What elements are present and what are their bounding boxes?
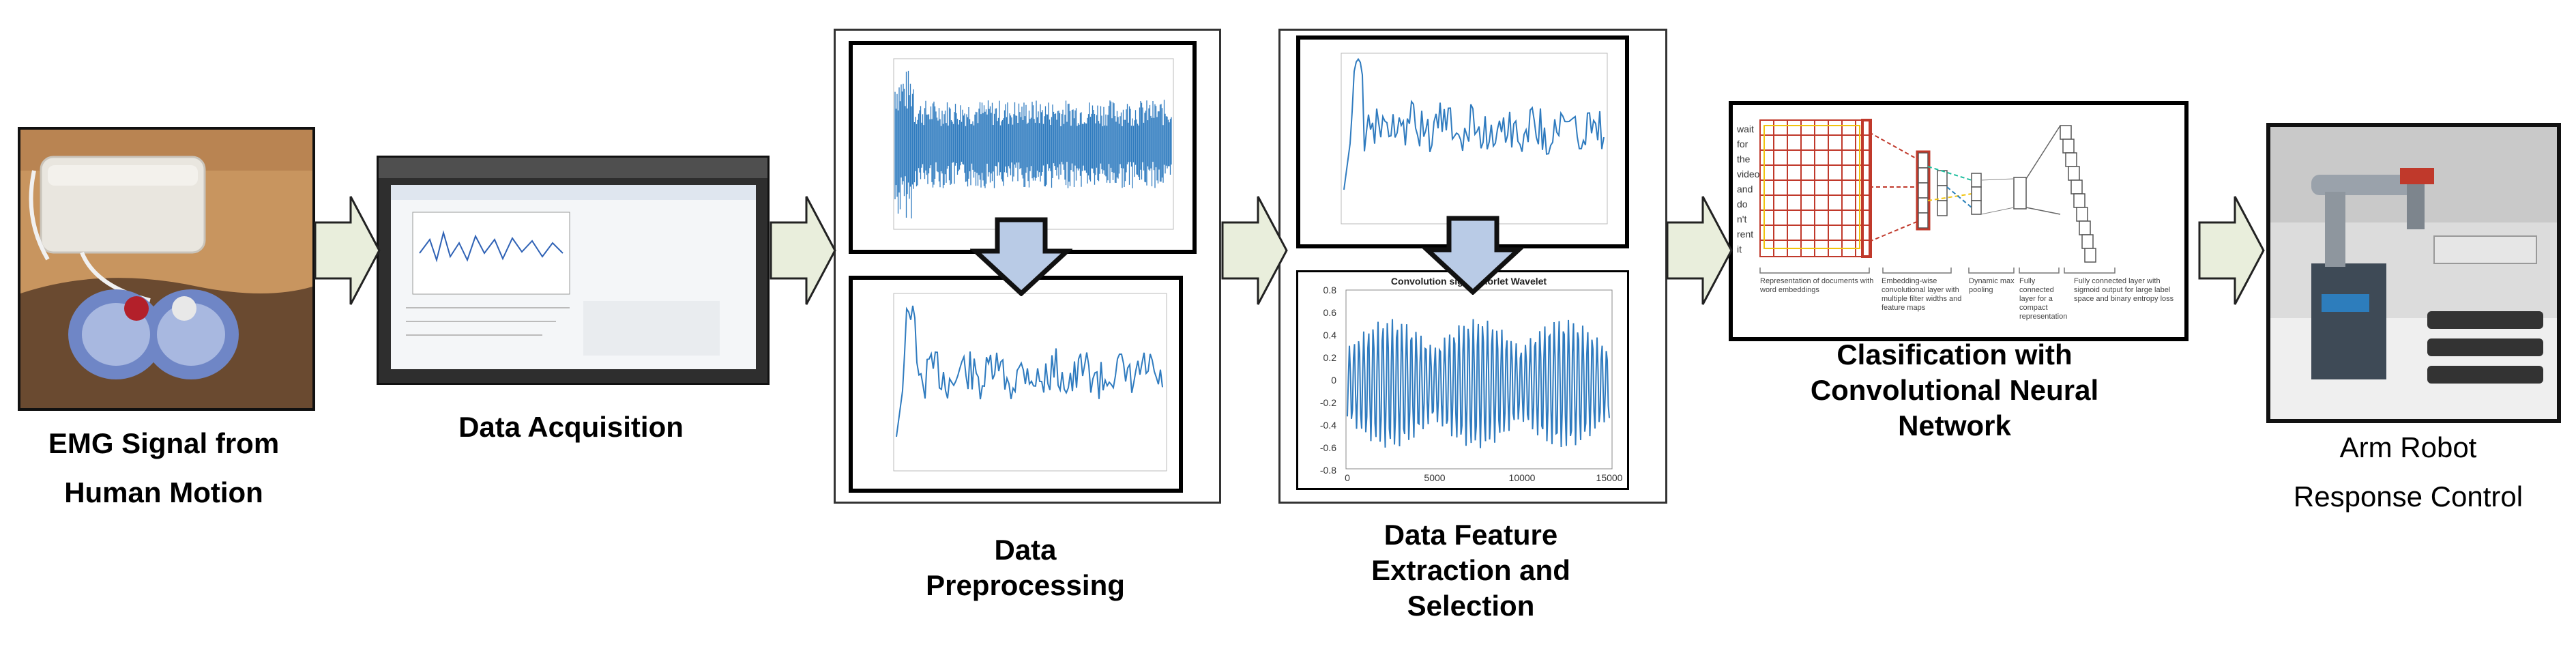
stage-label-line: Data Acquisition xyxy=(458,411,684,443)
cnn-side-word: the xyxy=(1737,154,1751,164)
stage-label-line: Arm Robot xyxy=(2339,431,2477,463)
cnn-side-word: video xyxy=(1737,169,1760,179)
stage-label-feature-extraction: Data Feature Extraction and Selection xyxy=(1278,517,1663,624)
right-arrow-icon xyxy=(1666,196,1733,305)
data-acquisition-screen-photo xyxy=(377,156,770,385)
stage-label-line: Clasification with xyxy=(1836,338,2073,371)
y-tick-label: 0.4 xyxy=(1323,330,1337,341)
x-tick-label: 5000 xyxy=(1424,472,1445,483)
right-arrow-icon xyxy=(2198,196,2265,305)
right-arrow-icon xyxy=(1221,196,1288,305)
down-arrow-icon xyxy=(970,217,1072,296)
wavelet-trace xyxy=(1347,319,1610,448)
wavelet-plot: Convolution signal Morlet Wavelet 0.8 0.… xyxy=(1296,270,1629,490)
emg-sensor-photo xyxy=(18,127,315,411)
x-tick-label: 10000 xyxy=(1509,472,1536,483)
x-tick-label: 15000 xyxy=(1596,472,1623,483)
stage-label-line: Data xyxy=(994,534,1057,566)
stage-label-acquisition: Data Acquisition xyxy=(377,407,765,448)
cnn-caption: Embedding-wise convolutional layer with … xyxy=(1882,277,1962,312)
raw-signal-trace xyxy=(894,70,1172,219)
cnn-side-word: n't xyxy=(1737,214,1746,225)
y-tick-label: 0.8 xyxy=(1323,285,1337,295)
stage-label-line: Data Feature xyxy=(1384,519,1558,551)
stage-label-emg: EMG Signal from Human Motion xyxy=(0,419,327,517)
filtered-signal-plot xyxy=(849,276,1183,493)
stage-label-line: EMG Signal from xyxy=(48,427,280,459)
stage-label-line: Extraction and xyxy=(1371,554,1570,586)
y-tick-label: 0.6 xyxy=(1323,307,1337,318)
down-arrow-icon xyxy=(1422,216,1524,295)
cnn-architecture-figure: wait for the video and do n't rent it xyxy=(1729,101,2189,341)
stage-label-cnn: Clasification with Convolutional Neural … xyxy=(1729,337,2180,444)
cnn-side-word: rent xyxy=(1737,229,1753,240)
y-tick-label: -0.6 xyxy=(1320,442,1336,453)
right-arrow-icon xyxy=(314,196,381,305)
stage-label-line: Preprocessing xyxy=(926,569,1125,601)
y-tick-label: -0.4 xyxy=(1320,420,1336,431)
cnn-side-word: for xyxy=(1737,139,1748,149)
cnn-caption: Representation of documents with word em… xyxy=(1760,277,1874,294)
signal-trace xyxy=(896,305,1163,437)
stage-label-line: Network xyxy=(1898,409,2011,442)
stage-label-line: Human Motion xyxy=(64,476,263,508)
stage-label-line: Convolutional Neural xyxy=(1810,374,2099,406)
cnn-side-word: do xyxy=(1737,199,1748,210)
stage-label-arm-robot: Arm Robot Response Control xyxy=(2217,423,2576,521)
cnn-caption: Dynamic max pooling xyxy=(1969,277,2015,294)
cnn-side-word: wait xyxy=(1736,124,1754,134)
x-tick-label: 0 xyxy=(1345,472,1350,483)
cnn-side-word: it xyxy=(1737,244,1742,255)
stage-label-preprocessing: Data Preprocessing xyxy=(834,532,1217,603)
cnn-caption: Fully connected layer with sigmoid outpu… xyxy=(2074,277,2174,303)
stage-label-line: Response Control xyxy=(2293,480,2523,513)
stage-label-line: Selection xyxy=(1407,590,1535,622)
cnn-caption: Fully connected layer for a compact repr… xyxy=(2019,277,2068,321)
signal-trace xyxy=(1343,57,1605,190)
y-tick-label: -0.8 xyxy=(1320,465,1336,476)
feature-signal-plot xyxy=(1296,35,1629,248)
cnn-side-word: and xyxy=(1737,184,1753,194)
right-arrow-icon xyxy=(770,196,836,305)
y-tick-label: 0.2 xyxy=(1323,352,1337,363)
y-tick-label: 0 xyxy=(1331,375,1336,386)
y-tick-label: -0.2 xyxy=(1320,397,1336,408)
arm-robot-photo xyxy=(2266,123,2561,423)
